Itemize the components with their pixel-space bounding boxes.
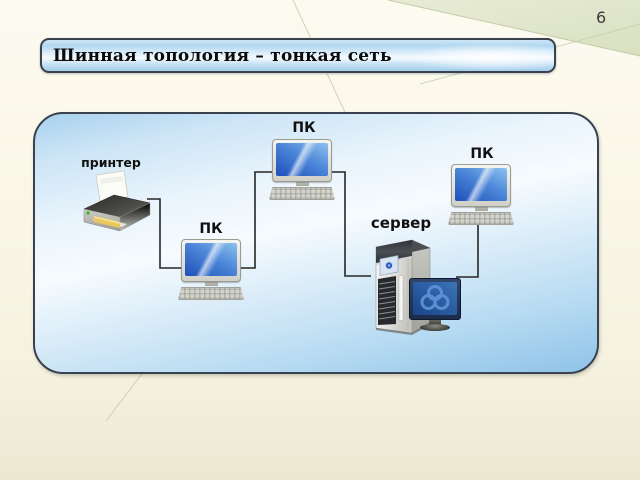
pc-right-icon (448, 164, 514, 225)
printer-label: принтер (81, 155, 141, 170)
server-monitor-screen (413, 282, 457, 315)
pc-right-label: ПК (470, 146, 494, 162)
server-monitor-neck (429, 320, 441, 325)
pc-top-label: ПК (292, 120, 316, 136)
keyboard-icon (269, 187, 335, 200)
ring-cloud-logo-icon (420, 285, 450, 310)
server-monitor-base (420, 324, 450, 331)
monitor-stand (295, 182, 309, 186)
monitor-icon (272, 139, 332, 182)
pc-center-icon (178, 239, 244, 300)
monitor-stand (204, 282, 218, 286)
page-number: 6 (596, 8, 607, 27)
screen (276, 143, 328, 176)
monitor-stand (474, 207, 488, 211)
slide-title-bar: Шинная топология – тонкая сеть (40, 38, 556, 73)
server-label: сервер (370, 214, 432, 232)
keyboard-icon (178, 287, 244, 300)
server-monitor-icon (406, 278, 464, 331)
slide-title: Шинная топология – тонкая сеть (53, 45, 392, 66)
pc-center-label: ПК (199, 221, 223, 237)
printer-icon (83, 170, 151, 232)
server-top-band (376, 240, 412, 263)
printer-led (86, 211, 90, 215)
keyboard-icon (448, 212, 514, 225)
server-monitor-bezel (409, 278, 461, 320)
pc-top-icon (269, 139, 335, 200)
screen (185, 243, 237, 276)
monitor-icon (451, 164, 511, 207)
screen (455, 168, 507, 201)
monitor-icon (181, 239, 241, 282)
